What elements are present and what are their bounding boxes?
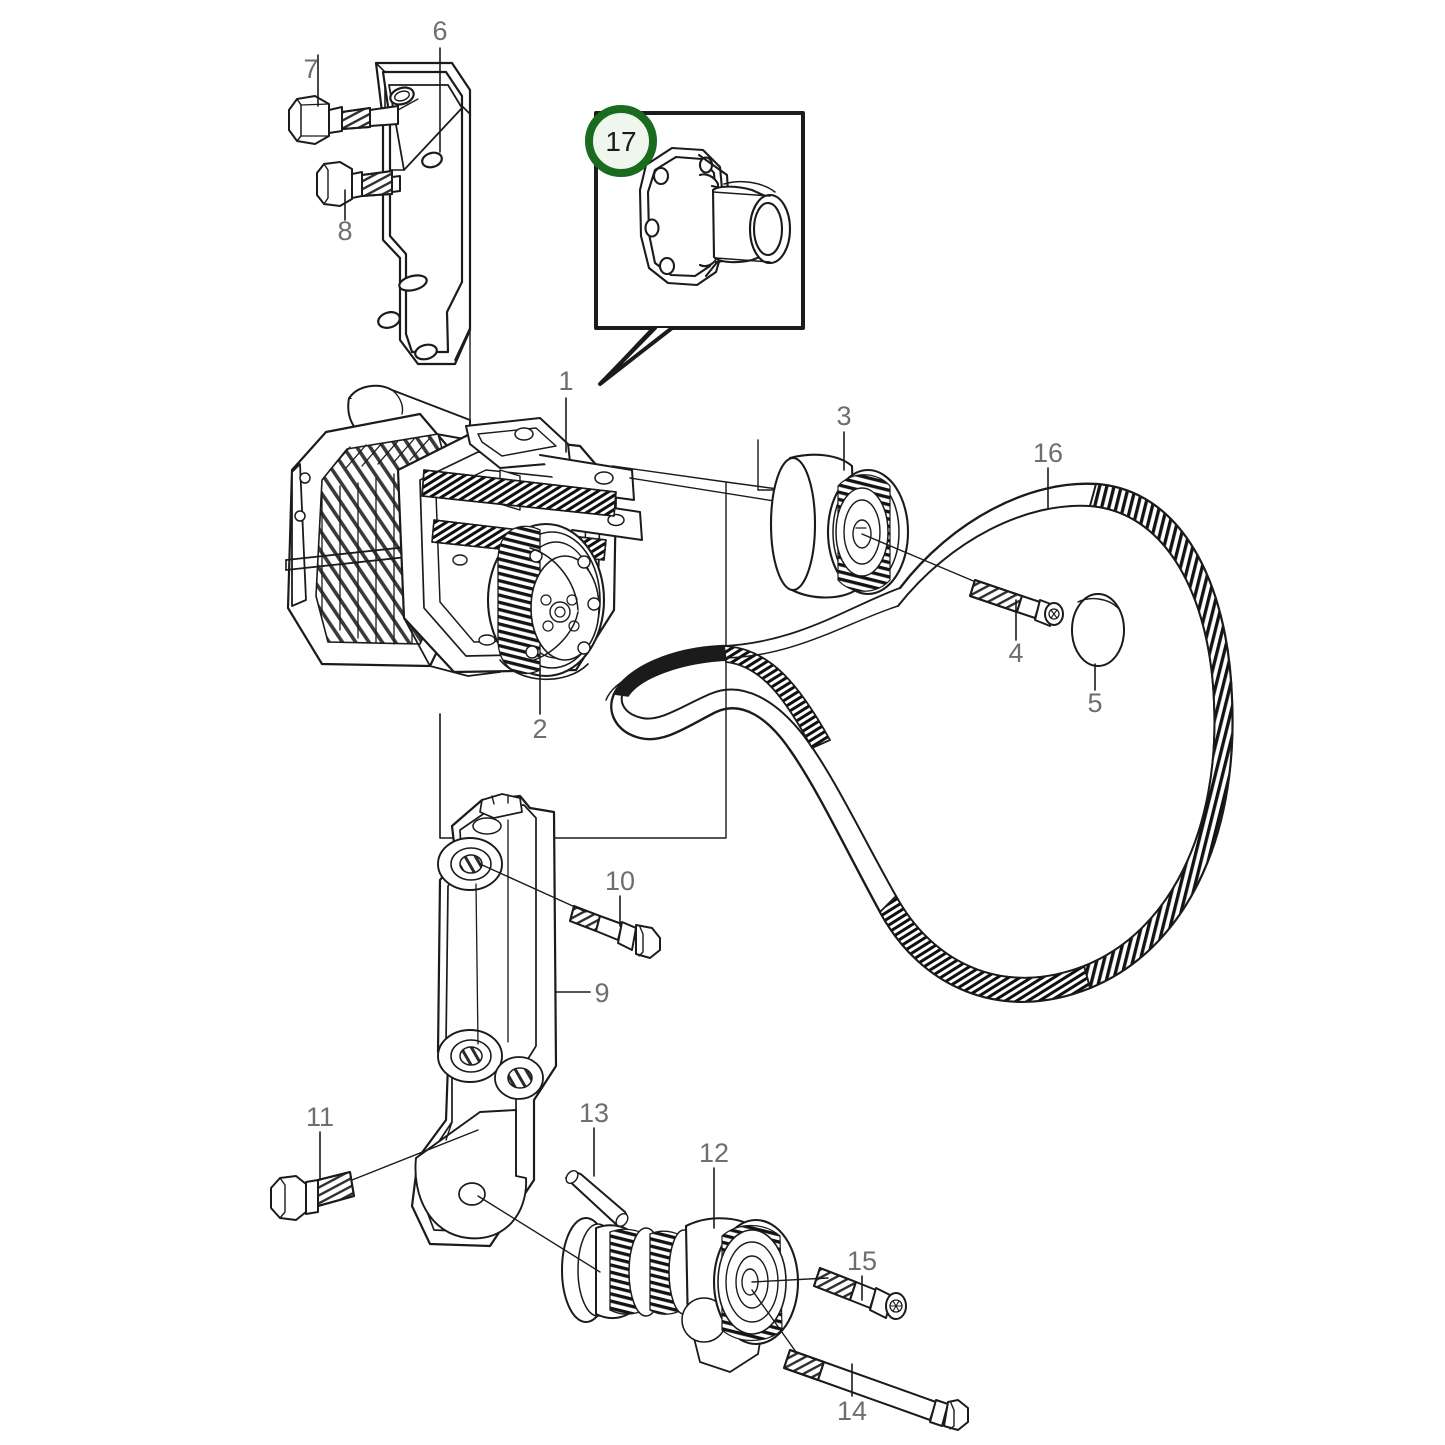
label-5: 5 xyxy=(1087,688,1102,718)
label-14: 14 xyxy=(837,1396,867,1426)
idler-pulley xyxy=(769,453,910,599)
label-3: 3 xyxy=(836,401,851,431)
hex-flange-bolt-7 xyxy=(288,95,419,145)
label-4: 4 xyxy=(1008,638,1023,668)
tensioner-torx-bolt xyxy=(813,1267,907,1320)
idler-pulley-bolt xyxy=(969,579,1064,627)
label-11: 11 xyxy=(306,1102,334,1132)
label-15: 15 xyxy=(847,1246,877,1276)
label-13: 13 xyxy=(579,1098,609,1128)
label-16: 16 xyxy=(1033,438,1063,468)
bracket-bolt-10 xyxy=(569,905,661,959)
part-number-labels: 7 6 8 1 2 3 16 4 5 10 9 11 13 12 15 14 1… xyxy=(303,16,1102,1426)
label-10: 10 xyxy=(605,866,635,896)
label-8: 8 xyxy=(337,216,352,246)
label-1: 1 xyxy=(558,366,573,396)
label-9: 9 xyxy=(594,978,609,1008)
callout-box-17 xyxy=(585,105,805,386)
bracket-bolt-11 xyxy=(270,1171,355,1221)
hex-flange-bolt-8 xyxy=(316,161,401,207)
tensioner-long-bolt xyxy=(783,1349,969,1431)
label-7: 7 xyxy=(303,54,318,84)
highlight-ring-17 xyxy=(585,105,657,177)
hub-flange-drawing xyxy=(638,146,792,287)
label-2: 2 xyxy=(532,714,547,744)
dowel-pin xyxy=(565,1169,629,1228)
serpentine-drive-belt xyxy=(605,482,1234,1003)
ac-compressor xyxy=(285,384,643,681)
cover-cap xyxy=(1071,593,1125,667)
label-17: 17 xyxy=(605,126,636,157)
upper-support-bracket xyxy=(374,61,472,441)
belt-tensioner-assembly xyxy=(561,1217,800,1373)
label-12: 12 xyxy=(699,1138,729,1168)
label-6: 6 xyxy=(432,16,447,46)
lower-support-bracket xyxy=(410,793,558,1248)
